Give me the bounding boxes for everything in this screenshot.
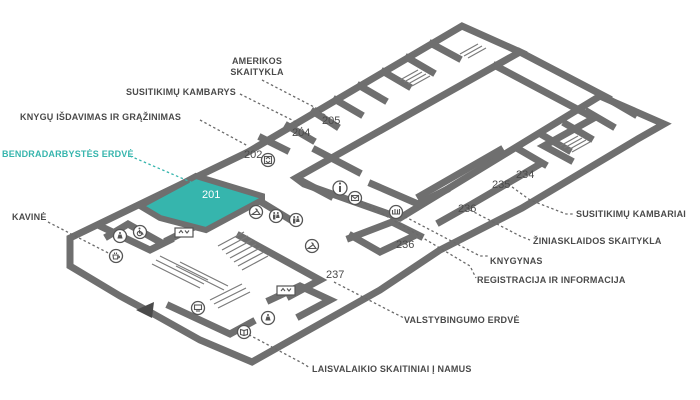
corridor-wall-d (311, 145, 363, 177)
label-valstybingumo-erdve: VALSTYBINGUMO ERDVĖ (404, 315, 520, 325)
right-room-walls (515, 95, 639, 169)
leader-susitikimu-kambariai (507, 183, 574, 215)
leader-knygynas (395, 211, 488, 257)
room-number-201: 201 (202, 189, 220, 201)
toilet-icon[interactable] (288, 212, 304, 228)
hanger-icon[interactable] (248, 204, 264, 220)
toilet-icon[interactable] (268, 208, 284, 224)
elevator-icon[interactable] (276, 285, 296, 296)
corridor-wall-h (345, 218, 425, 243)
elevator-icon[interactable] (174, 227, 194, 238)
room-number-204: 204 (292, 127, 310, 139)
leader-registracija (355, 197, 477, 279)
label-susitikimu-kambariai: SUSITIKIMŲ KAMBARIAI (576, 209, 686, 219)
label-registracija: REGISTRACIJA IR INFORMACIJA (477, 275, 626, 285)
room-number-237: 237 (326, 269, 344, 281)
leader-laisvalaikio (239, 329, 311, 369)
stairs-upper-1 (399, 69, 431, 87)
leader-kavine (47, 221, 119, 259)
room-number-235: 235 (492, 179, 510, 191)
upper-room-walls (257, 39, 463, 155)
toilet-icon[interactable] (260, 310, 276, 326)
label-amerikos-skaitykla: AMERIKOS SKAITYKLA (222, 56, 292, 78)
corridor-wall-i (347, 231, 419, 256)
leader-ziniasklaidos (469, 209, 531, 241)
staircases (151, 43, 591, 309)
room-numbers: 201 202 204 205 234 235 236 236 237 (202, 115, 534, 281)
corridor-wall-e (367, 179, 451, 208)
hanger-icon[interactable] (304, 238, 320, 254)
label-amerikos-line2: SKAITYKLA (230, 67, 284, 77)
corridor-wall-a (295, 175, 335, 201)
book-icon[interactable] (236, 324, 252, 340)
stairs-main (217, 231, 269, 271)
stairs-lower (151, 255, 229, 291)
wheelchair-icon[interactable] (132, 224, 148, 240)
leader-lines (47, 79, 574, 369)
computer-icon[interactable] (190, 300, 206, 316)
corridor-wall-j (235, 231, 328, 301)
corridor-wall-g (435, 159, 545, 227)
label-ziniasklaidos-skaitykla: ŽINIASKLAIDOS SKAITYKLA (533, 236, 662, 246)
stairs-upper-2 (459, 43, 487, 59)
leader-knygu (199, 119, 249, 147)
corridor-wall-f (415, 145, 505, 201)
room-number-202: 202 (244, 149, 262, 161)
label-knygu-isdavimas: KNYGŲ IŠDAVIMAS IR GRĄŽINIMAS (20, 112, 182, 122)
room-number-205: 205 (322, 115, 340, 127)
toilet-icon[interactable] (112, 228, 128, 244)
stairs-bottom (209, 283, 251, 309)
elevator-icon[interactable] (260, 152, 276, 168)
room-201-highlight[interactable] (133, 172, 265, 234)
label-kavine: KAVINĖ (12, 212, 47, 222)
leader-valstybingumo (333, 281, 405, 319)
room-number-234: 234 (516, 169, 534, 181)
registration-desk-icon[interactable] (347, 190, 363, 206)
label-bendradarbystes-erdve[interactable]: BENDRADARBYSTĖS ERDVĖ (2, 149, 134, 159)
information-icon[interactable] (332, 180, 348, 196)
label-knygynas: KNYGYNAS (490, 256, 543, 266)
outer-wall (66, 22, 672, 366)
room-number-236-b: 236 (396, 239, 414, 251)
label-amerikos-line1: AMERIKOS (231, 56, 283, 66)
label-laisvalaikio-skaitiniai: LAISVALAIKIO SKAITINIAI Į NAMUS (312, 364, 472, 374)
corridor-wall-c (491, 61, 602, 165)
cafe-icon[interactable] (108, 248, 124, 264)
stairs-right (559, 135, 591, 153)
leader-susitikimu-kambarys (239, 93, 303, 129)
corridor-wall-b (515, 47, 613, 103)
label-susitikimu-kambarys: SUSITIKIMŲ KAMBARYS (126, 87, 236, 97)
leader-amerikos (261, 79, 327, 117)
bookshop-icon[interactable] (388, 204, 404, 220)
room-number-236-a: 236 (458, 203, 476, 215)
north-arrow-icon (136, 302, 154, 318)
